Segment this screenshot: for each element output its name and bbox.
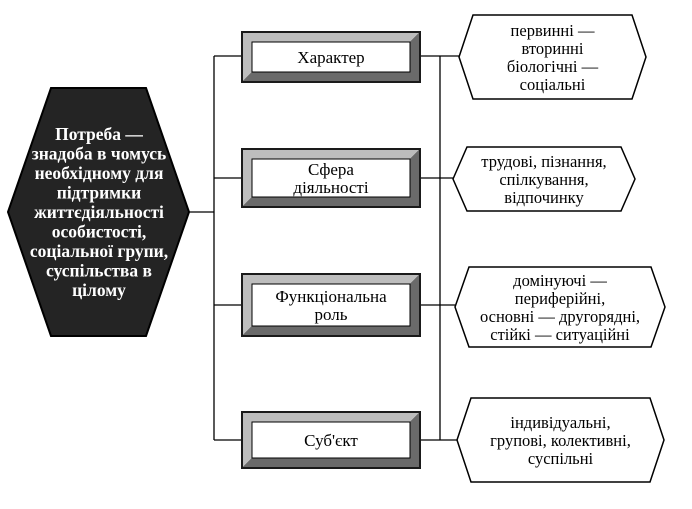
text-line: первинні — bbox=[511, 21, 595, 40]
central-hexagon bbox=[6, 87, 191, 337]
frame-inner bbox=[251, 283, 411, 327]
text-line: суспільства в bbox=[46, 261, 152, 281]
text-line: стійкі — ситуаційні bbox=[490, 325, 630, 344]
text-line: периферійні, bbox=[515, 289, 605, 308]
text-line: соціальної групи, bbox=[30, 241, 168, 261]
text-line: Потреба — bbox=[55, 124, 143, 144]
category-label: Суб'єкт bbox=[304, 431, 358, 450]
category-frame: Характер bbox=[241, 31, 421, 83]
frame-inner bbox=[251, 421, 411, 459]
text-line: цілому bbox=[72, 280, 126, 300]
category-detail: домінуючі —периферійні,основні — другоря… bbox=[454, 266, 666, 348]
text-line: суспільні bbox=[528, 449, 594, 468]
text-line: Сфера bbox=[308, 160, 354, 179]
text-line: трудові, пізнання, bbox=[481, 152, 606, 171]
detail-hexagon bbox=[458, 14, 647, 100]
frame-bevel-dark bbox=[243, 150, 419, 206]
detail-hexagon bbox=[452, 146, 636, 212]
detail-hexagon bbox=[456, 397, 665, 483]
frame-bevel-light bbox=[243, 150, 419, 206]
text-line: діяльності bbox=[293, 178, 368, 197]
text-line: групові, колективні, bbox=[490, 431, 631, 450]
text-line: індивідуальні, bbox=[510, 413, 610, 432]
frame-bevel-light bbox=[243, 33, 419, 81]
frame-bevel-dark bbox=[243, 33, 419, 81]
detail-hexagon bbox=[454, 266, 666, 348]
text-line: біологічні — bbox=[507, 57, 599, 76]
category-frame: Суб'єкт bbox=[241, 411, 421, 469]
text-line: домінуючі — bbox=[513, 271, 607, 290]
text-line: особистості, bbox=[52, 222, 147, 242]
text-line: вторинні bbox=[522, 39, 584, 58]
frame-inner bbox=[251, 158, 411, 198]
category-detail: індивідуальні,групові, колективні,суспіл… bbox=[456, 397, 665, 483]
text-line: знадоба в чомусь bbox=[32, 144, 167, 164]
text-line: Характер bbox=[297, 48, 364, 67]
detail-text: домінуючі —периферійні,основні — другоря… bbox=[480, 271, 640, 344]
text-line: відпочинку bbox=[504, 188, 584, 207]
text-line: життєдіяльності bbox=[34, 202, 164, 222]
frame-inner bbox=[251, 41, 411, 73]
text-line: підтримки bbox=[57, 183, 142, 203]
frame-bevel-light bbox=[243, 275, 419, 335]
text-line: спілкування, bbox=[499, 170, 588, 189]
text-line: Суб'єкт bbox=[304, 431, 358, 450]
detail-text: індивідуальні,групові, колективні,суспіл… bbox=[490, 413, 631, 468]
text-line: основні — другорядні, bbox=[480, 307, 640, 326]
connector-lines bbox=[188, 55, 459, 441]
category-label: Характер bbox=[297, 48, 364, 67]
text-line: роль bbox=[314, 305, 347, 324]
frame-bevel-light bbox=[243, 413, 419, 467]
category-detail: трудові, пізнання,спілкування,відпочинку bbox=[452, 146, 636, 212]
text-line: Функціональна bbox=[275, 287, 387, 306]
frame-bevel-dark bbox=[243, 413, 419, 467]
text-line: соціальні bbox=[520, 75, 586, 94]
text-line: необхідному для bbox=[35, 163, 164, 183]
detail-text: трудові, пізнання,спілкування,відпочинку bbox=[481, 152, 606, 207]
frame-bevel-dark bbox=[243, 275, 419, 335]
